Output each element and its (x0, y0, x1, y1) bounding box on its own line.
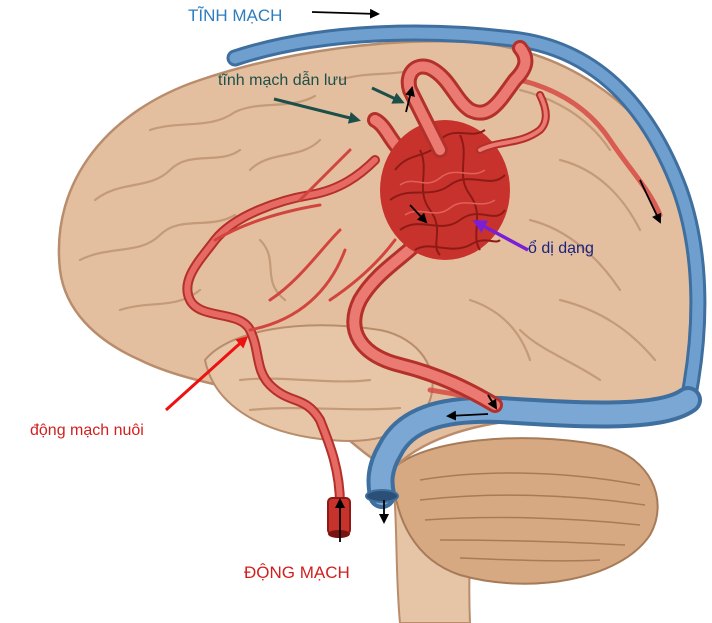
gyri (78, 64, 657, 412)
artery-label: ĐỘNG MẠCH (244, 563, 350, 582)
draining-vein-pointer-a (273, 97, 361, 124)
artery-trunk (327, 497, 351, 535)
draining-vein-pointer-b (371, 86, 405, 104)
nidus-pointer (472, 220, 529, 252)
flow-arrows (311, 8, 662, 542)
nidus-label: ổ dị dạng (528, 240, 594, 257)
feeding-artery-label: động mạch nuôi (30, 422, 144, 439)
sinus-opening (365, 489, 399, 503)
feeding-artery-pointer (164, 335, 249, 412)
avm-nidus (380, 120, 510, 260)
vein-label: TĨNH MẠCH (188, 6, 283, 25)
arterial-branches (213, 148, 397, 332)
draining-vein-label: tĩnh mạch dẫn lưu (218, 72, 348, 89)
